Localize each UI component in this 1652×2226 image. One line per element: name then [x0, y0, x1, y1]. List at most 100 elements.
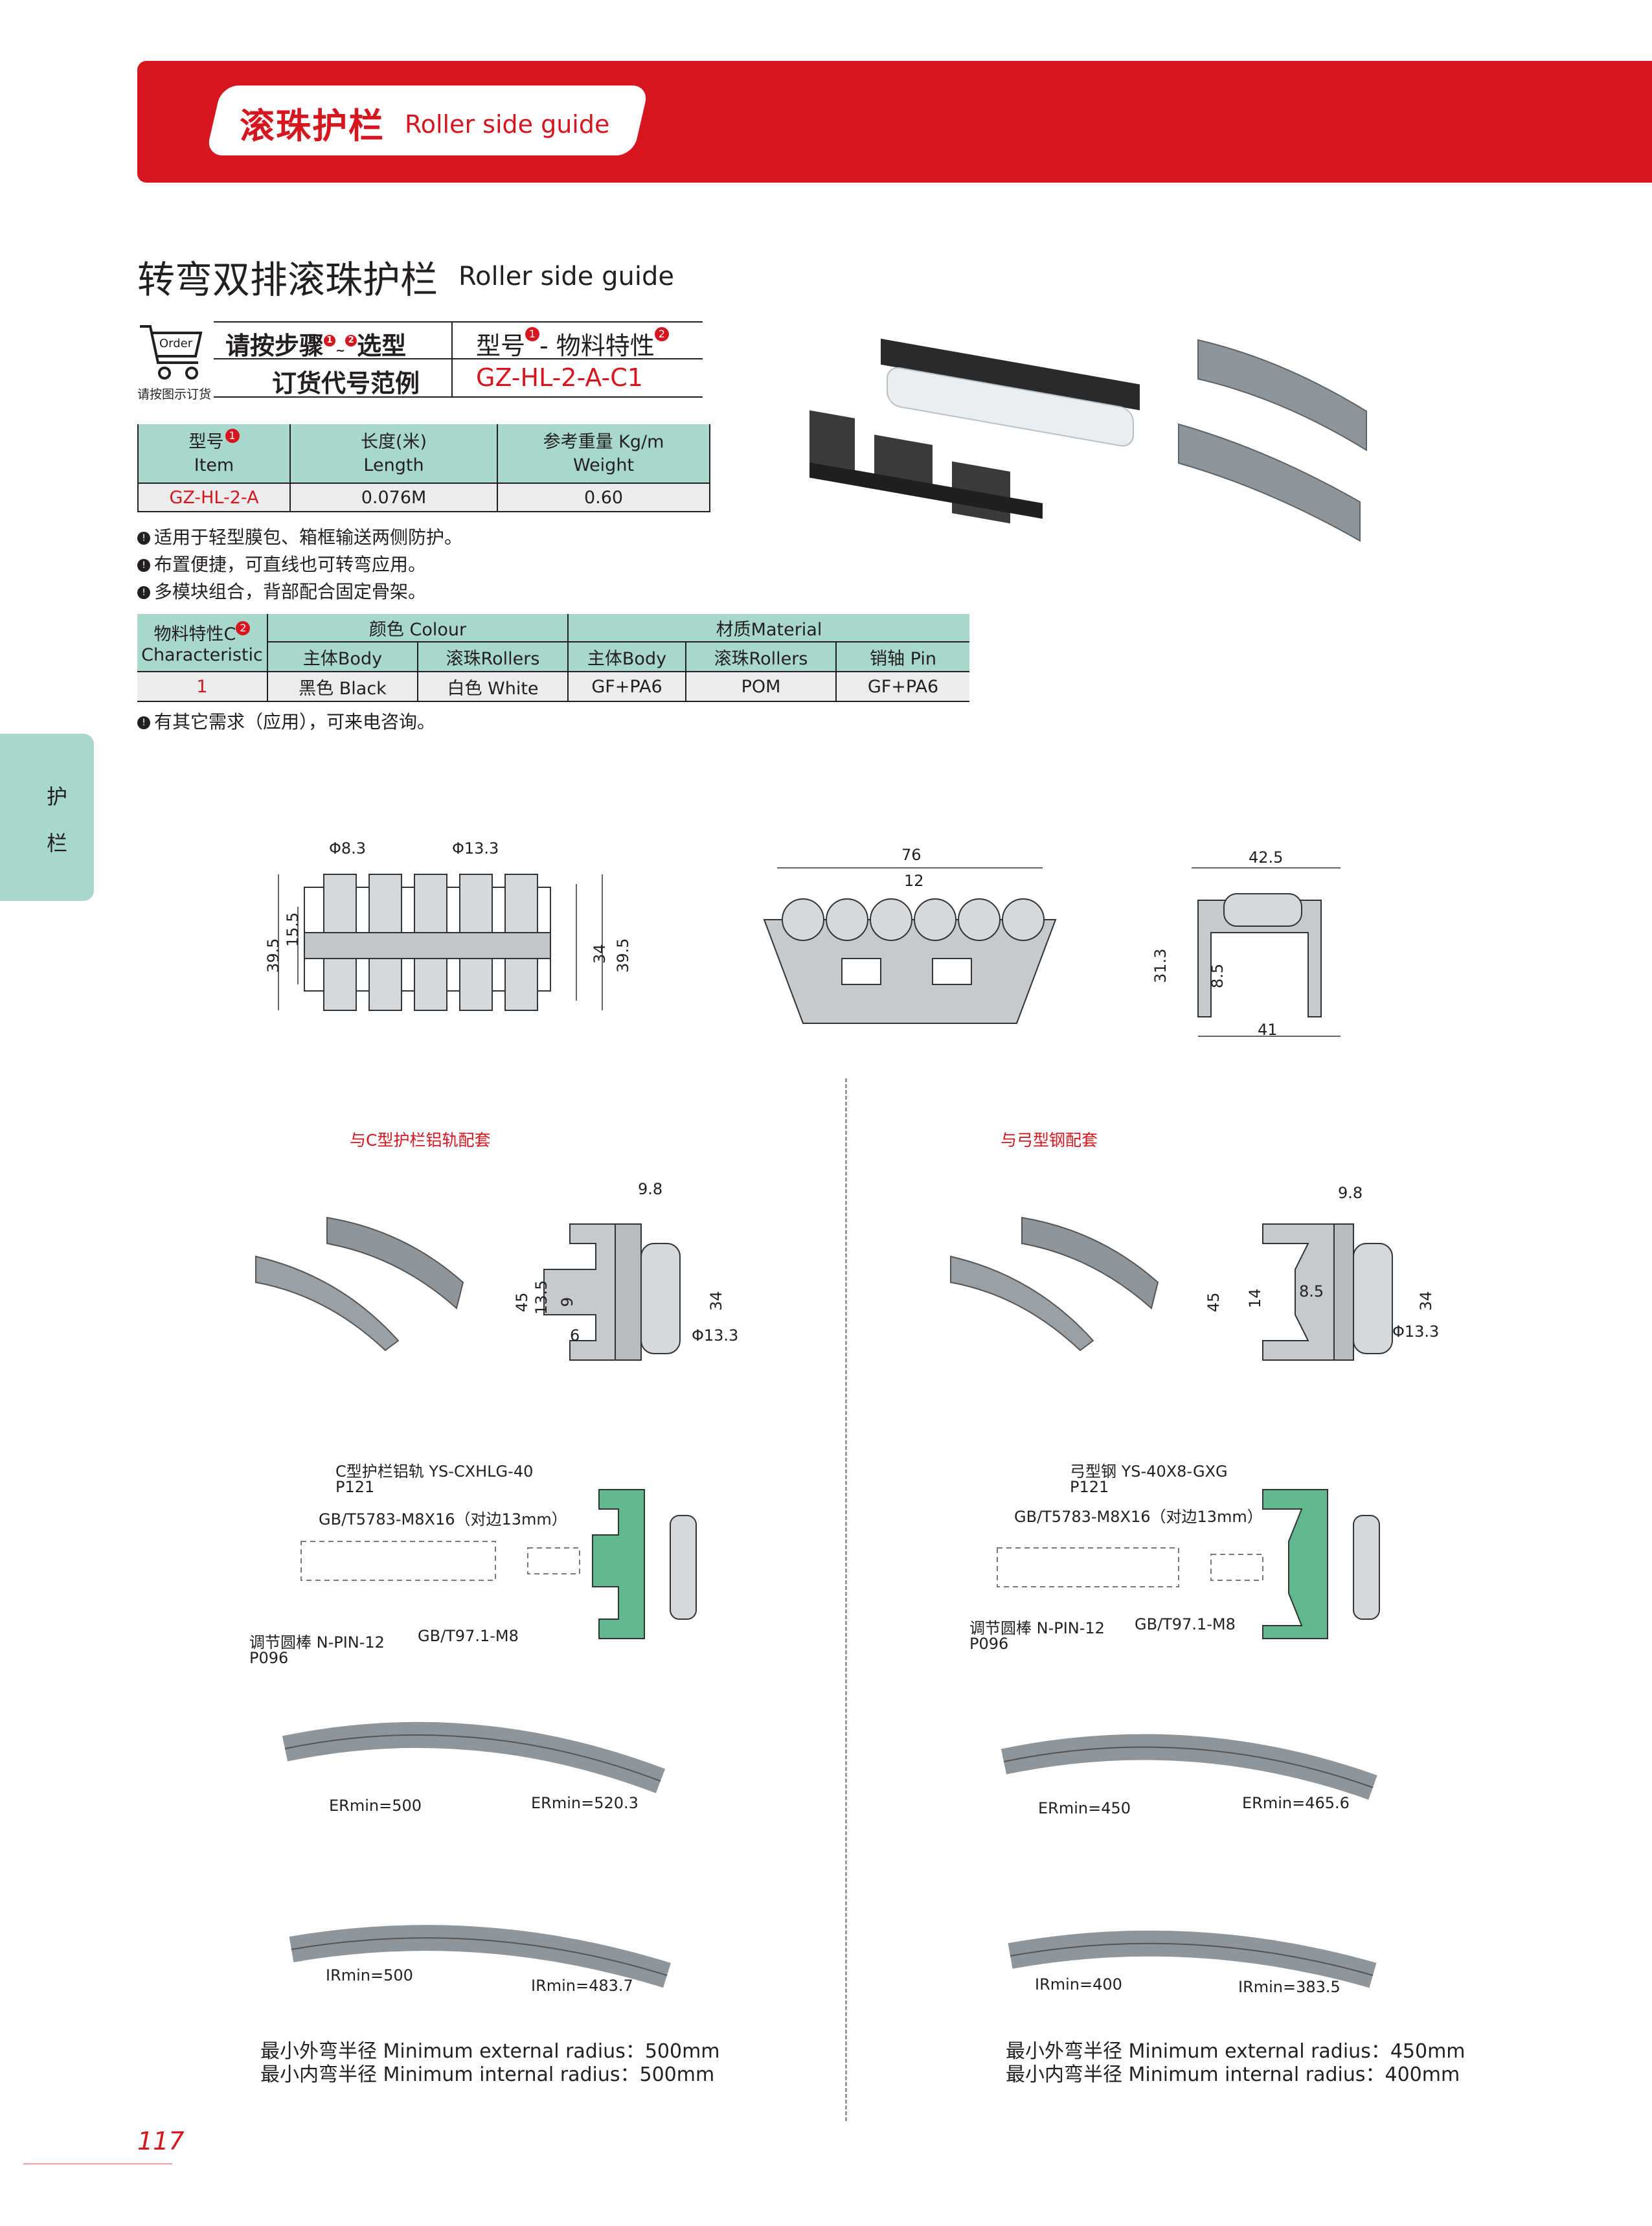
side-tab-char-1: 护: [47, 784, 68, 809]
spec-header-weight-en: Weight: [497, 455, 710, 483]
right-dim-h5: 34: [1417, 1291, 1435, 1311]
spec-header-length: 长度(米): [289, 424, 498, 455]
dim-side-h: 31.3: [1151, 948, 1170, 983]
left-dim-h2: 13.5: [532, 1280, 550, 1315]
note-contact: !有其它需求（应用），可来电咨询。: [137, 708, 435, 734]
left-dim-d: Φ13.3: [692, 1326, 739, 1345]
badge-1: 1: [324, 335, 336, 346]
left-pin-page: P096: [249, 1649, 289, 1667]
spec-header-item-en: Item: [137, 455, 291, 483]
badge-1: 1: [525, 327, 540, 341]
material-sub-body2: 主体Body: [567, 641, 686, 672]
section-title-en: Roller side guide: [458, 262, 674, 291]
cart-order-label: Order: [159, 337, 193, 350]
dim-side-h2: 8.5: [1208, 963, 1227, 988]
right-int-radius: 最小内弯半径 Minimum internal radius：400mm: [1006, 2063, 1460, 2086]
page-number: 117: [137, 2127, 185, 2155]
right-install-drawing: [997, 1489, 1380, 1639]
material-header-colour: 颜色 Colour: [267, 614, 568, 642]
right-assembly-photo: [950, 1216, 1159, 1352]
material-cell-body-colour: 黑色 Black: [267, 671, 418, 702]
header-title-en: Roller side guide: [405, 110, 610, 139]
material-cell-pin-material: GF+PA6: [835, 671, 969, 702]
right-section-drawing: [1262, 1223, 1393, 1361]
right-dim-d: Φ13.3: [1392, 1323, 1440, 1341]
order-divider-top: [214, 321, 703, 323]
badge-2: 2: [345, 335, 357, 346]
front-view-drawing: [763, 867, 1057, 1024]
order-model-a: 型号: [476, 332, 526, 360]
material-header-material: 材质Material: [567, 614, 969, 642]
left-dim-h5: 34: [707, 1291, 725, 1311]
spec-cell-weight: 0.60: [497, 483, 710, 512]
bullet-icon: !: [137, 532, 150, 545]
left-internal-curve-drawing: [289, 1925, 671, 1988]
left-ext-radius: 最小外弯半径 Minimum external radius：500mm: [260, 2040, 720, 2063]
product-photo-curved: [1178, 339, 1367, 542]
material-sub-body: 主体Body: [267, 641, 418, 672]
badge-sep: ~: [335, 344, 346, 358]
right-external-curve-drawing: [1001, 1734, 1377, 1800]
order-divider-v: [451, 321, 453, 398]
note-1: !适用于轻型膜包、箱框输送两侧防护。: [137, 523, 462, 549]
right-section-title: 与弓型钢配套: [1001, 1131, 1098, 1150]
dim-side-w1: 42.5: [1249, 848, 1284, 867]
note-2: !布置便捷，可直线也可转弯应用。: [137, 551, 426, 576]
bullet-icon: !: [137, 716, 150, 729]
left-er2: ERmin=520.3: [531, 1794, 639, 1812]
left-dim-h4: 6: [570, 1326, 580, 1345]
order-divider-h: [214, 358, 703, 359]
right-nut-label: GB/T97.1-M8: [1135, 1615, 1236, 1633]
side-tab-char-2: 栏: [47, 831, 68, 856]
order-step-a: 请按步骤: [225, 332, 324, 360]
section-title-cn: 转弯双排滚珠护栏: [137, 258, 438, 302]
right-ext-radius: 最小外弯半径 Minimum external radius：450mm: [1006, 2040, 1465, 2063]
left-dim-h3: 9: [558, 1297, 576, 1307]
right-rail-label: 弓型钢 YS-40X8-GXG: [1070, 1462, 1228, 1481]
left-section-drawing: [543, 1223, 681, 1361]
dim-top-d1: Φ8.3: [329, 839, 367, 857]
right-pin-page: P096: [969, 1635, 1009, 1653]
dim-top-h1: 39.5: [264, 938, 282, 973]
left-dim-w: 9.8: [638, 1180, 663, 1198]
bullet-icon: !: [137, 586, 150, 599]
left-ir2: IRmin=483.7: [531, 1977, 633, 1995]
dim-front-w: 76: [901, 846, 922, 864]
material-cell-roller-colour: 白色 White: [417, 671, 568, 702]
order-step-b: 选型: [357, 332, 407, 360]
dim-top-h4: 39.5: [614, 938, 632, 973]
right-ir1: IRmin=400: [1035, 1975, 1122, 1993]
dim-top-h3: 34: [591, 944, 609, 964]
right-pin-label: 调节圆棒 N-PIN-12: [969, 1619, 1105, 1637]
spec-cell-item: GZ-HL-2-A: [137, 483, 291, 512]
right-rail-page: P121: [1070, 1478, 1109, 1496]
right-er1: ERmin=450: [1038, 1799, 1131, 1817]
product-photo-straight: [809, 338, 1140, 524]
side-view-drawing: [1192, 867, 1341, 1037]
dim-top-h2: 15.5: [284, 912, 302, 947]
right-dim-h1: 45: [1205, 1292, 1223, 1312]
right-dim-h3: 8.5: [1299, 1282, 1324, 1300]
left-section-title: 与C型护栏铝轨配套: [350, 1131, 491, 1150]
left-nut-label: GB/T97.1-M8: [418, 1627, 519, 1645]
left-pin-label: 调节圆棒 N-PIN-12: [249, 1633, 385, 1652]
section-divider: [845, 1078, 847, 2121]
badge-2: 2: [654, 327, 669, 341]
left-assembly-photo: [255, 1216, 464, 1352]
order-example-code: GZ-HL-2-A-C1: [476, 363, 643, 392]
right-er2: ERmin=465.6: [1242, 1794, 1350, 1812]
left-ir1: IRmin=500: [326, 1966, 413, 1984]
order-model-b: - 物料特性: [539, 332, 655, 360]
spec-cell-length: 0.076M: [289, 483, 498, 512]
shopping-cart-icon: [140, 325, 203, 380]
right-dim-h2: 14: [1246, 1288, 1264, 1308]
header-title-cn: 滚珠护栏: [240, 106, 385, 146]
material-sub-rollers2: 滚珠Rollers: [685, 641, 836, 672]
order-caption: 请按图示订货: [137, 387, 212, 402]
